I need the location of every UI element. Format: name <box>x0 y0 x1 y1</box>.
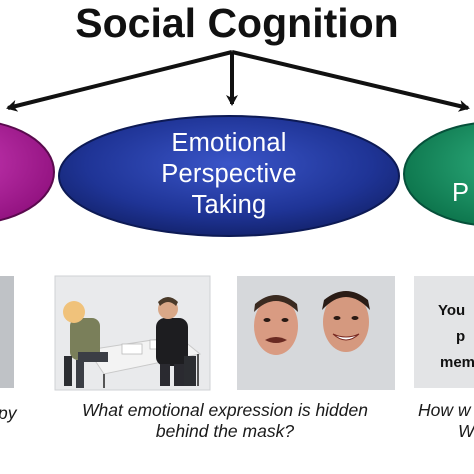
right-caption-line-2: W <box>458 421 474 441</box>
arrow-to-left-node <box>6 50 233 112</box>
facial-expression-photo <box>237 276 395 390</box>
right-panel-background <box>414 276 474 388</box>
left-caption-fragment: py <box>0 403 17 423</box>
diagram-title: Social Cognition <box>75 0 399 46</box>
center-node-line-1: Emotional <box>171 129 287 157</box>
right-panel-line-2: p <box>456 328 466 345</box>
center-caption: What emotional expression is hidden behi… <box>55 400 395 442</box>
center-caption-line-2: behind the mask? <box>155 421 295 441</box>
center-caption-line-1: What emotional expression is hidden <box>82 400 368 420</box>
arrow-to-right-node <box>231 50 470 112</box>
right-caption-fragment: How w W <box>418 400 474 442</box>
right-node-label: P <box>452 179 470 207</box>
center-node-ellipse <box>58 115 400 237</box>
center-node-line-3: Taking <box>191 191 267 219</box>
right-panel-line-1: You <box>438 302 466 319</box>
connector-arrows <box>6 50 470 112</box>
center-node-label: Emotional Perspective Taking <box>129 128 329 221</box>
left-node-ellipse <box>0 122 55 222</box>
right-panel-line-3: mem <box>440 354 474 371</box>
center-node-line-2: Perspective <box>161 160 297 188</box>
right-caption-line-1: How w <box>418 400 471 420</box>
right-panel-text: You p mem <box>430 298 474 376</box>
right-node-ellipse <box>403 122 474 226</box>
left-panel-image <box>0 276 14 388</box>
masked-face-photo <box>54 275 211 391</box>
